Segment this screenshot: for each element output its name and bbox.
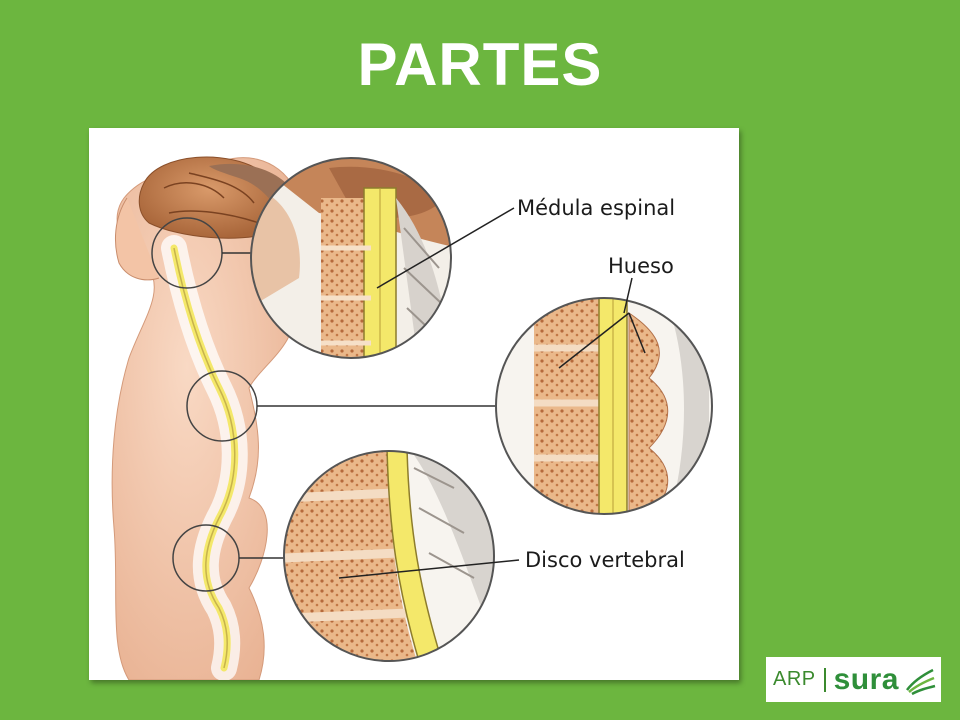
label-spinal-cord: Médula espinal: [517, 196, 676, 220]
label-bone: Hueso: [608, 254, 674, 278]
sura-leaf-icon: [906, 668, 936, 696]
body-silhouette: [111, 156, 301, 680]
slide-title: PARTES: [357, 31, 603, 98]
logo-sura-text: sura: [833, 662, 899, 696]
leader-line-hueso-right: [628, 312, 646, 354]
leader-line-hueso-left: [558, 312, 630, 369]
zoom-circle-neck: [250, 157, 452, 359]
leader-line-medula: [376, 207, 515, 289]
logo-arp-text: ARP: [773, 668, 816, 690]
anatomy-svg: [111, 156, 713, 680]
leader-line-disco: [338, 559, 520, 579]
zoom-circle-thoracic: [495, 297, 713, 515]
leader-line-hueso: [623, 277, 633, 314]
zoom-circle-lumbar: [283, 450, 495, 662]
arp-sura-logo: ARP sura: [766, 657, 941, 702]
label-disc: Disco vertebral: [525, 548, 685, 572]
spine-illustration: Médula espinal Hueso Disco vertebral: [89, 128, 739, 680]
logo-separator: [823, 667, 826, 692]
